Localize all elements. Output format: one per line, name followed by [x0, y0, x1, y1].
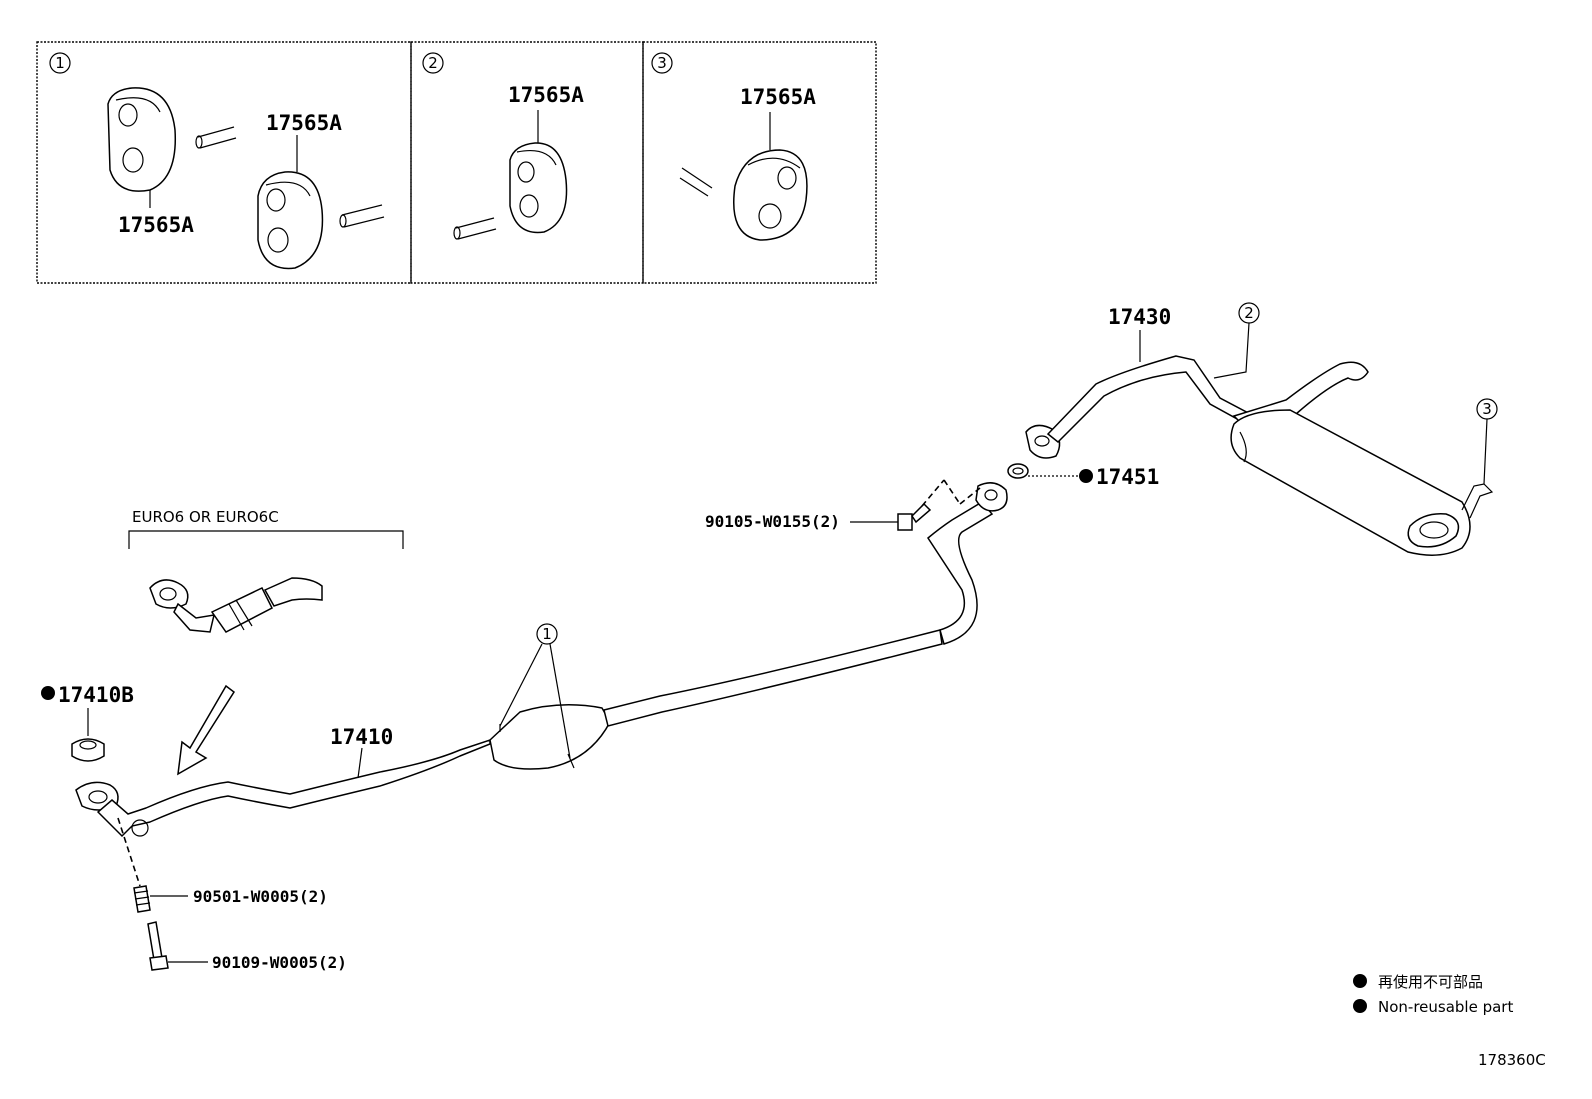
- gasket-ring-icon: [1007, 463, 1029, 479]
- diagram-id: 178360C: [1478, 1051, 1546, 1069]
- rubber-hanger-icon: [107, 87, 177, 192]
- callout-2: 2: [1213, 302, 1260, 379]
- part-17410B-label: 17410B: [58, 683, 134, 707]
- part-90105-label: 90105-W0155(2): [705, 512, 840, 531]
- front-exhaust-pipe: [75, 482, 1008, 838]
- detail-box-1-index: 1: [55, 54, 65, 72]
- bolt-icon: [897, 502, 932, 531]
- callout-2-number: 2: [1244, 304, 1254, 322]
- detail-box-1-label-a: 17565A: [118, 213, 194, 237]
- part-17451-label: 17451: [1096, 465, 1159, 489]
- rubber-hanger-icon: [257, 171, 324, 270]
- hanger-pin-icon: [339, 204, 385, 228]
- rubber-hanger-icon: [733, 149, 808, 241]
- hanger-pin-icon: [679, 167, 713, 197]
- detail-box-3-index: 3: [657, 54, 667, 72]
- detail-box-2-index: 2: [428, 54, 438, 72]
- hanger-pin-icon: [195, 126, 237, 149]
- part-90109-label: 90109-W0005(2): [212, 953, 347, 972]
- hanger-pin-icon: [453, 217, 497, 240]
- detail-box-2-label: 17565A: [508, 83, 584, 107]
- tail-pipe-muffler: [1025, 330, 1494, 556]
- stud-spring-icon: [133, 885, 151, 913]
- variant-note: EURO6 OR EURO6C: [132, 508, 279, 526]
- legend-jp: 再使用不可部品: [1378, 973, 1483, 991]
- callout-3: 3: [1476, 398, 1498, 485]
- arrow-down-left-icon: [177, 684, 236, 776]
- bolt-icon: [147, 921, 169, 971]
- callout-1: 1: [499, 623, 571, 759]
- callout-1-number: 1: [542, 625, 552, 643]
- catalytic-converter-icon: [149, 577, 323, 633]
- part-17410-label: 17410: [330, 725, 393, 749]
- detail-box-1: 1 17565A 17565A: [36, 41, 412, 284]
- euro6-variant: EURO6 OR EURO6C: [128, 508, 404, 776]
- callout-3-number: 3: [1482, 400, 1492, 418]
- detail-box-1-label-b: 17565A: [266, 111, 342, 135]
- detail-box-3: 3 17565A: [642, 41, 877, 284]
- gasket-ring-icon: [71, 738, 105, 762]
- legend: 再使用不可部品 Non-reusable part: [1353, 973, 1513, 1016]
- detail-box-2: 2 17565A: [410, 41, 644, 284]
- part-90501-label: 90501-W0005(2): [193, 887, 328, 906]
- legend-en: Non-reusable part: [1378, 998, 1513, 1016]
- rubber-hanger-icon: [509, 142, 568, 234]
- detail-box-3-label: 17565A: [740, 85, 816, 109]
- part-17410B: 17410B: [41, 683, 134, 762]
- part-17430-label: 17430: [1108, 305, 1171, 329]
